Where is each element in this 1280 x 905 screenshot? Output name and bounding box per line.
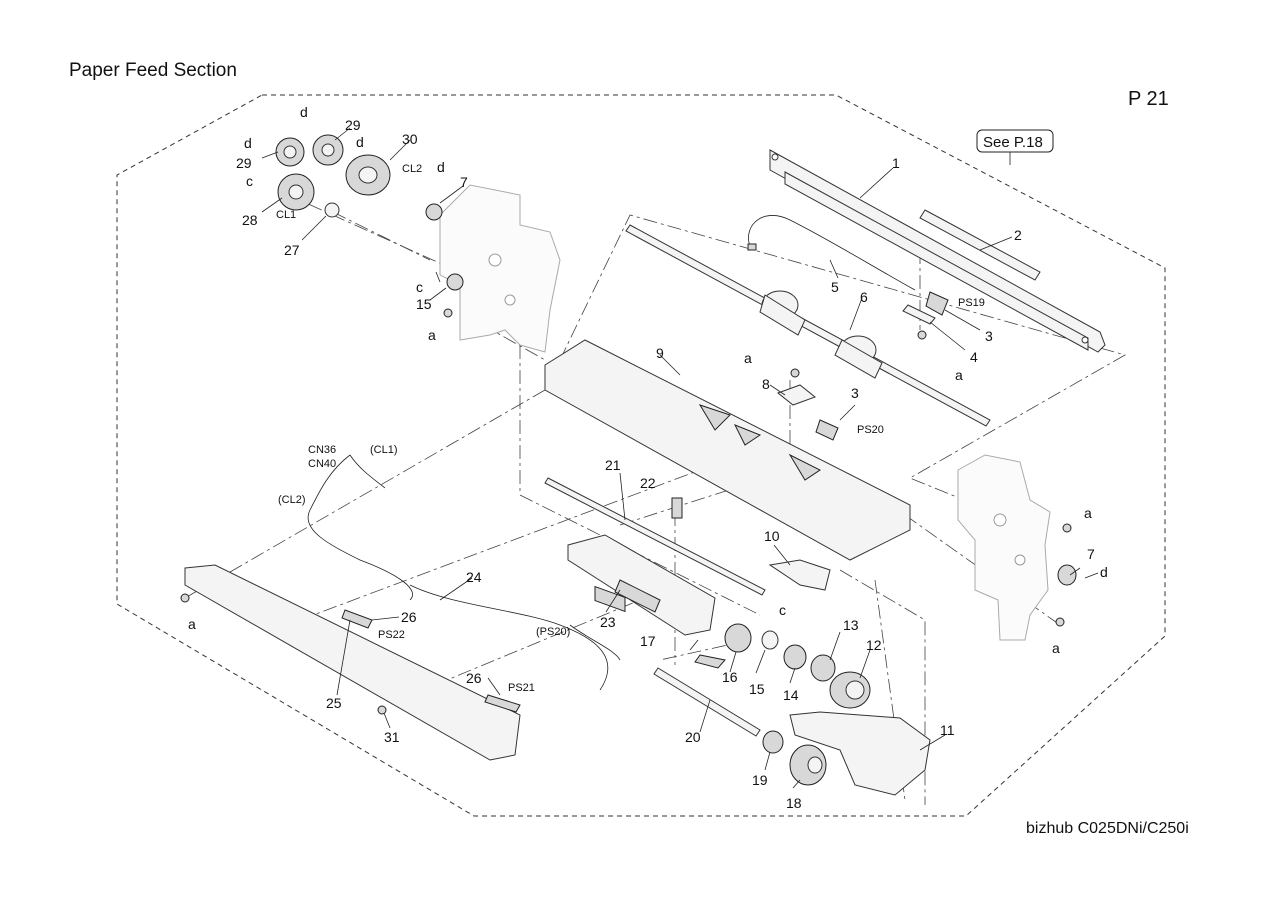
callout-8: 8 <box>762 376 770 392</box>
label-ps21: PS21 <box>508 682 535 694</box>
callout-a: a <box>1052 640 1060 656</box>
reference-label: See P.18 <box>983 134 1043 151</box>
part-16-roller <box>724 623 752 653</box>
callout-27: 27 <box>284 242 300 258</box>
part-17-pad <box>694 654 726 669</box>
callout-26: 26 <box>466 670 482 686</box>
callout-14: 14 <box>783 687 799 703</box>
callout-18: 18 <box>786 795 802 811</box>
callout-30: 30 <box>402 131 418 147</box>
part-14-roller <box>783 644 807 670</box>
callout-a: a <box>1084 505 1092 521</box>
label-ps19: PS19 <box>958 297 985 309</box>
callout-15: 15 <box>416 296 432 312</box>
part-23-holder <box>567 534 716 636</box>
callout-17: 17 <box>640 633 656 649</box>
screw-a <box>180 593 190 603</box>
callout-13: 13 <box>843 617 859 633</box>
callout-15: 15 <box>749 681 765 697</box>
callout-16: 16 <box>722 669 738 685</box>
right-side-frame <box>957 454 1051 641</box>
callout-29: 29 <box>236 155 252 171</box>
part-8-bracket <box>776 384 817 406</box>
label-cl2: CL2 <box>402 163 422 175</box>
callout-24: 24 <box>466 569 482 585</box>
callout-a: a <box>188 616 196 632</box>
page-number: P 21 <box>1128 88 1169 110</box>
callout-11: 11 <box>940 722 955 738</box>
callout-31: 31 <box>384 729 400 745</box>
callout-7: 7 <box>1087 546 1095 562</box>
part-27-washer <box>324 202 340 218</box>
ps20-sensor <box>815 419 839 441</box>
callout-6: 6 <box>860 289 868 305</box>
callout-3: 3 <box>985 328 993 344</box>
callout-1: 1 <box>892 155 900 171</box>
callout-12: 12 <box>866 637 882 653</box>
screw-31 <box>377 705 387 715</box>
callout-21: 21 <box>605 457 621 473</box>
callout-c: c <box>246 173 253 189</box>
callout-a: a <box>744 350 752 366</box>
callout-c: c <box>416 279 423 295</box>
callout-26: 26 <box>401 609 417 625</box>
label-cn36: CN36 <box>308 444 336 456</box>
callout-d: d <box>356 134 364 150</box>
callout-19: 19 <box>752 772 768 788</box>
callout-9: 9 <box>656 345 664 361</box>
part-21-shaft <box>544 477 766 596</box>
label-cn40: CN40 <box>308 458 336 470</box>
part-4-bracket <box>902 304 936 325</box>
part-2-rod <box>919 209 1041 281</box>
label-ps22: PS22 <box>378 629 405 641</box>
callout-a: a <box>955 367 963 383</box>
reference-box <box>976 129 1054 153</box>
label-cl1-paren: (CL1) <box>370 444 398 456</box>
part-10-lever <box>768 559 831 591</box>
callout-23: 23 <box>600 614 616 630</box>
part-9-guide-plate <box>544 339 911 561</box>
part-5-harness <box>748 215 916 291</box>
callout-5: 5 <box>831 279 839 295</box>
label-ps20-paren: (PS20) <box>536 626 570 638</box>
part-22-spring <box>671 497 683 519</box>
callout-d: d <box>244 135 252 151</box>
callout-7: 7 <box>460 174 468 190</box>
harness <box>307 454 413 601</box>
left-side-frame <box>439 184 561 353</box>
callout-4: 4 <box>970 349 978 365</box>
callout-a: a <box>428 327 436 343</box>
callout-29: 29 <box>345 117 361 133</box>
page-title: Paper Feed Section <box>69 60 237 81</box>
callout-d: d <box>437 159 445 175</box>
model-name: bizhub C025DNi/C250i <box>1026 820 1189 837</box>
part-15-bushing <box>446 273 464 291</box>
callout-d: d <box>300 104 308 120</box>
section-boundary <box>116 94 1166 817</box>
callout-c: c <box>779 602 786 618</box>
label-cl2-paren: (CL2) <box>278 494 306 506</box>
part-7-bushing <box>425 203 443 221</box>
callout-3: 3 <box>851 385 859 401</box>
callout-2: 2 <box>1014 227 1022 243</box>
callout-25: 25 <box>326 695 342 711</box>
callout-20: 20 <box>685 729 701 745</box>
label-cl1: CL1 <box>276 209 296 221</box>
callout-22: 22 <box>640 475 656 491</box>
part-25-guide <box>184 564 521 761</box>
part-24-harness <box>409 584 609 691</box>
callout-28: 28 <box>242 212 258 228</box>
part-13-roller <box>810 654 836 682</box>
part-19-roller <box>762 730 784 754</box>
part-20-shaft <box>653 667 761 737</box>
callout-d: d <box>1100 564 1108 580</box>
ps19-sensor <box>925 291 949 316</box>
part-11-housing <box>789 711 931 796</box>
label-ps20: PS20 <box>857 424 884 436</box>
callout-10: 10 <box>764 528 780 544</box>
